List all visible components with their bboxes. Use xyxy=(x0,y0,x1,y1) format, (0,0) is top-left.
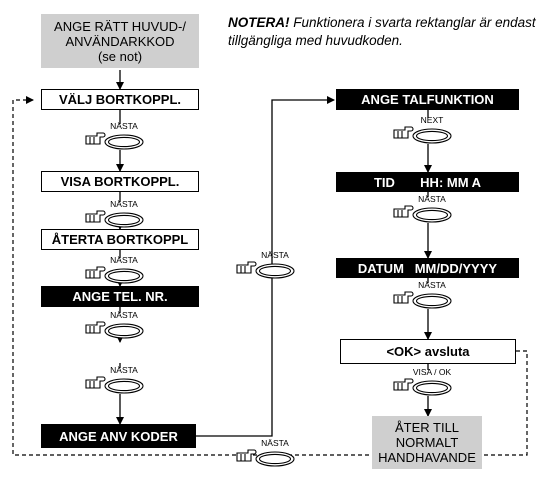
hand-pointer-icon xyxy=(85,266,144,284)
hand-pointer-icon xyxy=(236,449,295,467)
select-bypass-box: VÄLJ BORTKOPPL. xyxy=(41,89,199,110)
next-button-bottom: NÄSTA xyxy=(233,438,305,469)
hand-pointer-icon xyxy=(85,132,144,150)
next-button-6: NÄSTA xyxy=(390,194,462,225)
date-box: DATUM MM/DD/YYYY xyxy=(336,258,519,278)
note-label: NOTERA! xyxy=(228,15,290,30)
note-body: Funktionera i svarta rektanglar är endas… xyxy=(228,15,536,48)
hand-pointer-icon xyxy=(393,205,452,223)
hand-pointer-icon xyxy=(85,376,144,394)
next-button-3: NÄSTA xyxy=(82,255,154,286)
return-line-2: NORMALT xyxy=(395,435,459,450)
next-label: NÄSTA xyxy=(261,438,289,448)
view-ok-label: VISA / OK xyxy=(412,367,452,377)
next-label: NÄSTA xyxy=(110,310,138,320)
next-button-1: NÄSTA xyxy=(82,121,154,152)
next-button-middle: NÄSTA xyxy=(233,250,305,281)
enter-code-line-1: ANGE RÄTT HUVUD-/ xyxy=(54,18,186,34)
note-text: NOTERA! Funktionera i svarta rektanglar … xyxy=(228,14,540,50)
enter-code-line-3: (se not) xyxy=(97,48,143,64)
enter-user-codes-box: ANGE ANV KODER xyxy=(41,424,196,448)
next-label: NÄSTA xyxy=(418,280,446,290)
enter-code-line-2: ANVÄNDARKKOD xyxy=(65,33,175,49)
hand-pointer-icon xyxy=(393,378,452,396)
next-en-label: NEXT xyxy=(420,115,444,125)
next-label: NÄSTA xyxy=(261,250,289,260)
next-button-4: NÄSTA xyxy=(82,310,154,341)
next-button-2: NÄSTA xyxy=(82,199,154,230)
hand-pointer-icon xyxy=(85,321,144,339)
return-line-3: HANDHAVANDE xyxy=(378,450,476,465)
enter-code-box: ANGE RÄTT HUVUD-/ ANVÄNDARKKOD (se not) xyxy=(41,14,199,68)
next-button-7: NÄSTA xyxy=(390,280,462,311)
show-bypass-box: VISA BORTKOPPL. xyxy=(41,171,199,192)
next-label: NÄSTA xyxy=(110,365,138,375)
next-label: NÄSTA xyxy=(110,199,138,209)
hand-pointer-icon xyxy=(393,291,452,309)
hand-pointer-icon xyxy=(236,261,295,279)
next-button-5: NÄSTA xyxy=(82,365,154,396)
return-normal-box: ÅTER TILL NORMALT HANDHAVANDE xyxy=(372,416,482,469)
next-label: NÄSTA xyxy=(418,194,446,204)
next-label: NÄSTA xyxy=(110,121,138,131)
next-en-button: NEXT xyxy=(390,115,462,146)
restore-bypass-box: ÅTERTA BORTKOPPL xyxy=(41,229,199,250)
return-line-1: ÅTER TILL xyxy=(394,420,460,435)
hand-pointer-icon xyxy=(85,210,144,228)
time-box: TID HH: MM A xyxy=(336,172,519,192)
ok-exit-box: <OK> avsluta xyxy=(340,339,516,364)
view-ok-button: VISA / OK xyxy=(390,367,462,398)
hand-pointer-icon xyxy=(393,126,452,144)
next-label: NÄSTA xyxy=(110,255,138,265)
enter-voice-function-box: ANGE TALFUNKTION xyxy=(336,89,519,110)
enter-tel-nr-box: ANGE TEL. NR. xyxy=(41,286,199,307)
